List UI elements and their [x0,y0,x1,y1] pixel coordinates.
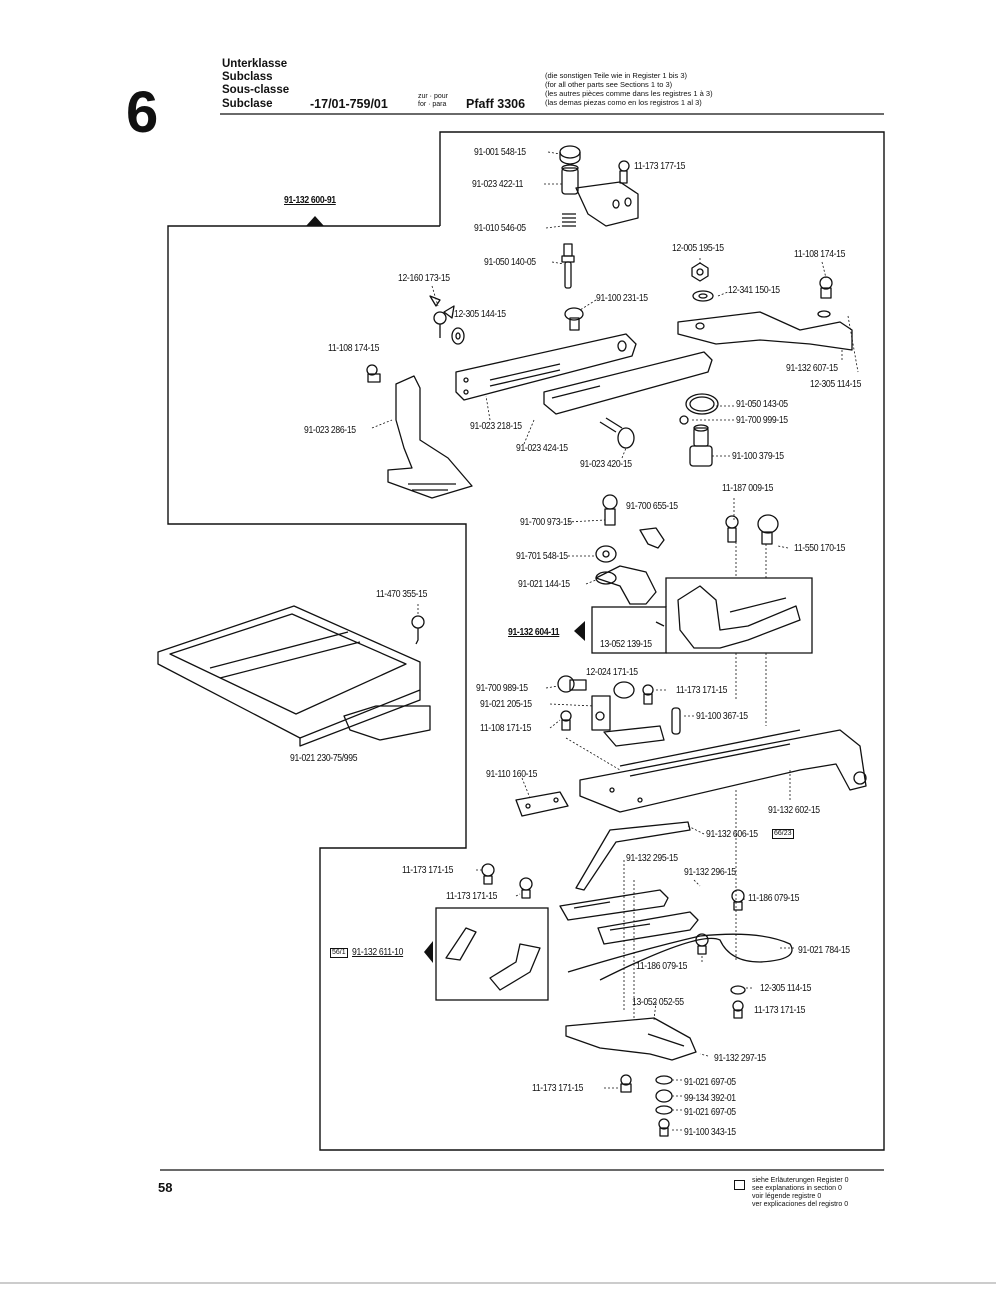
part-label: 91-023 420-15 [580,458,632,470]
part-label: 11-550 170-15 [794,542,846,554]
part-label: 11-173 171-15 [676,684,728,696]
part-label: 13-052 052-55 [632,996,684,1008]
for-words-2: for · para [418,101,447,108]
part-label: 11-108 174-15 [794,248,846,260]
part-label: 91-701 548-15 [516,550,568,562]
part-label: 91-021 144-15 [518,578,570,590]
header-note-en: (for all other parts see Sections 1 to 3… [545,80,673,89]
reference-box: 56/1 [330,948,348,958]
part-label: 13-052 139-15 [600,638,652,650]
part-label: 12-005 195-15 [672,242,724,254]
part-label: 91-132 602-15 [768,804,820,816]
part-label: 91-110 160-15 [486,768,538,780]
part-label: 11-108 171-15 [480,722,532,734]
part-label: 91-700 655-15 [626,500,678,512]
page-number: 58 [158,1180,173,1195]
part-label: 11-186 079-15 [748,892,800,904]
part-label: 91-700 999-15 [736,414,788,426]
part-label: 91-010 546-05 [474,222,526,234]
reference-box: 66/23 [772,829,794,839]
part-label: 91-100 343-15 [684,1126,736,1138]
part-label: 91-050 140-05 [484,256,536,268]
part-label: 12-024 171-15 [586,666,638,678]
part-label: 91-023 218-15 [470,420,522,432]
part-label: 91-023 422-11 [472,178,524,190]
part-label: 11-186 079-15 [636,960,688,972]
part-label: 91-100 367-15 [696,710,748,722]
part-label: 91-021 697-05 [684,1076,736,1088]
section-number: 6 [126,80,159,145]
part-label: 11-173 171-15 [532,1082,584,1094]
legend-line-fr: voir légende registre 0 [752,1193,822,1200]
part-label: 11-187 009-15 [722,482,774,494]
part-label: 91-132 296-15 [684,866,736,878]
part-label: 91-132 295-15 [626,852,678,864]
part-label: 12-305 144-15 [454,308,506,320]
assembly-ref-label: 91-132 604-11 [508,626,560,638]
part-label: 91-132 297-15 [714,1052,766,1064]
part-label: 11-470 355-15 [376,588,428,600]
header-label-fr: Sous-classe [222,84,290,96]
part-label: 91-132 606-15 [706,828,758,840]
part-label: 91-100 231-15 [596,292,648,304]
part-label: 91-132 607-15 [786,362,838,374]
part-label: 91-001 548-15 [474,146,526,158]
header-label-de: Unterklasse [222,58,288,70]
legend-line-de: siehe Erläuterungen Register 0 [752,1177,849,1184]
part-label: 91-023 424-15 [516,442,568,454]
header-note-fr: (les autres pièces comme dans les regist… [545,89,713,98]
part-label: 11-108 174-15 [328,342,380,354]
part-label: 12-160 173-15 [398,272,450,284]
part-label: 11-173 171-15 [402,864,454,876]
for-words-1: zur · pour [418,93,448,100]
part-label: 99-134 392-01 [684,1092,736,1104]
assembly-ref-label: 91-132 600-91 [284,194,336,206]
part-label: 12-305 114-15 [810,378,862,390]
part-label: 91-023 286-15 [304,424,356,436]
part-label: 91-050 143-05 [736,398,788,410]
header-note-de: (die sonstigen Teile wie in Register 1 b… [545,71,688,80]
part-label: 11-173 171-15 [446,890,498,902]
assembly-ref-label: 91-132 611-10 [352,946,404,958]
part-label: 91-021 784-15 [798,944,850,956]
header-note-es: (las demas piezas como en los registros … [545,98,702,107]
part-label: 91-700 989-15 [476,682,528,694]
legend-line-en: see explanations in section 0 [752,1185,842,1192]
part-label: 91-021 205-15 [480,698,532,710]
part-label: 91-021 230-75/995 [290,752,358,764]
machine-name: Pfaff 3306 [466,97,526,111]
part-label: 11-173 171-15 [754,1004,806,1016]
legend-box-icon [734,1180,745,1190]
header-label-en: Subclass [222,71,273,83]
part-label: 91-100 379-15 [732,450,784,462]
part-label: 91-021 697-05 [684,1106,736,1118]
legend-line-es: ver explicaciones del registro 0 [752,1201,849,1208]
header-label-es: Subclase [222,98,273,110]
part-label: 11-173 177-15 [634,160,686,172]
part-label: 12-341 150-15 [728,284,780,296]
part-label: 12-305 114-15 [760,982,812,994]
subclass-code: -17/01-759/01 [310,97,388,111]
part-label: 91-700 973-15 [520,516,572,528]
